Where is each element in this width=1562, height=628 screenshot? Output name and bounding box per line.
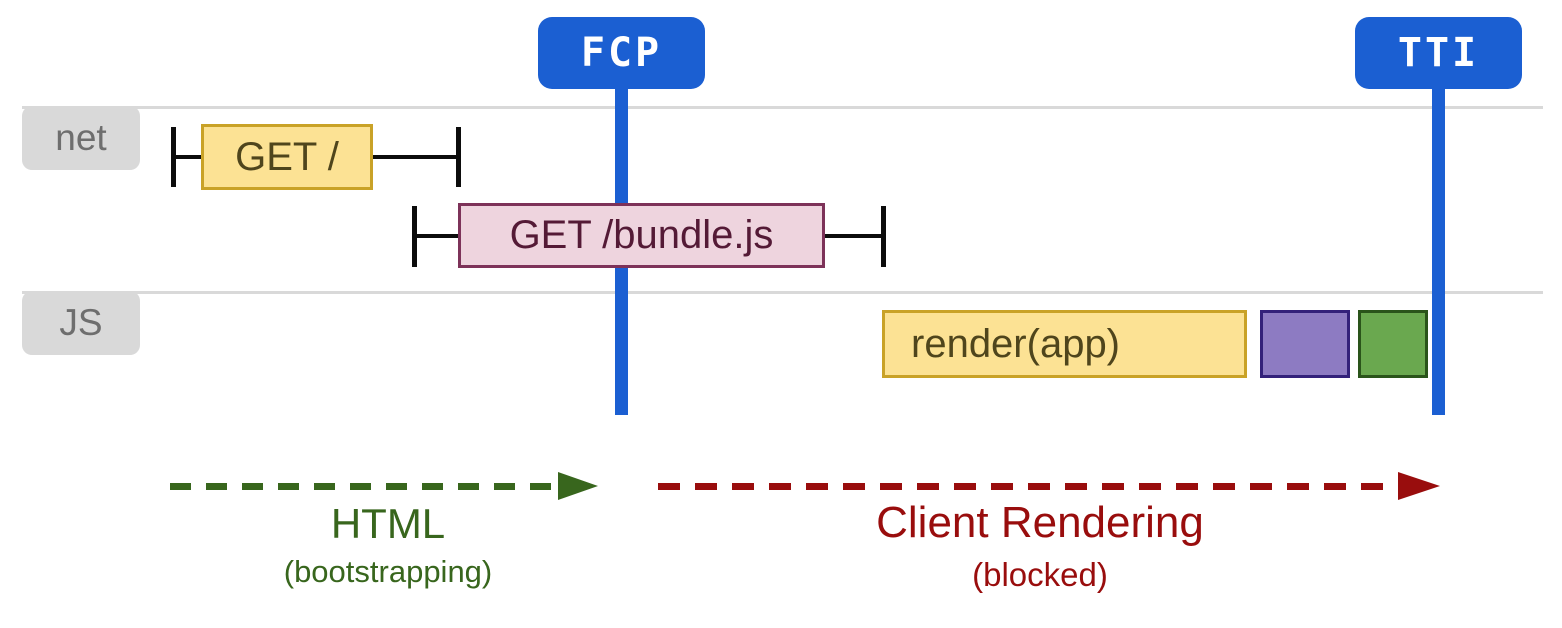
html-phase-subtitle: (bootstrapping): [283, 554, 493, 589]
whisker-end-tick: [881, 206, 886, 267]
tti-badge: TTI: [1355, 17, 1522, 89]
js-lane-label: JS: [22, 291, 140, 355]
js-task-green-box: [1358, 310, 1428, 378]
fcp-badge: FCP: [538, 17, 705, 89]
js-lane-rail: [22, 291, 1543, 294]
client-phase-title: Client Rendering: [876, 498, 1204, 547]
client-rendering-phase-dashed-arrow: [658, 483, 1398, 490]
tti-timeline-marker: [1432, 88, 1445, 415]
get-root-task-box: GET /: [201, 124, 373, 190]
client-phase-subtitle: (blocked): [972, 556, 1108, 593]
render-app-task-box: render(app): [882, 310, 1247, 378]
client-rendering-phase-arrowhead-icon: [1398, 472, 1440, 500]
js-task-purple-box: [1260, 310, 1350, 378]
whisker-end-tick: [456, 127, 461, 187]
html-phase-arrowhead-icon: [558, 472, 598, 500]
net-lane-rail: [22, 106, 1543, 109]
net-lane-label: net: [22, 106, 140, 170]
html-phase-dashed-arrow: [170, 483, 558, 490]
get-bundle-task-box: GET /bundle.js: [458, 203, 825, 268]
html-phase-title: HTML: [330, 500, 446, 547]
